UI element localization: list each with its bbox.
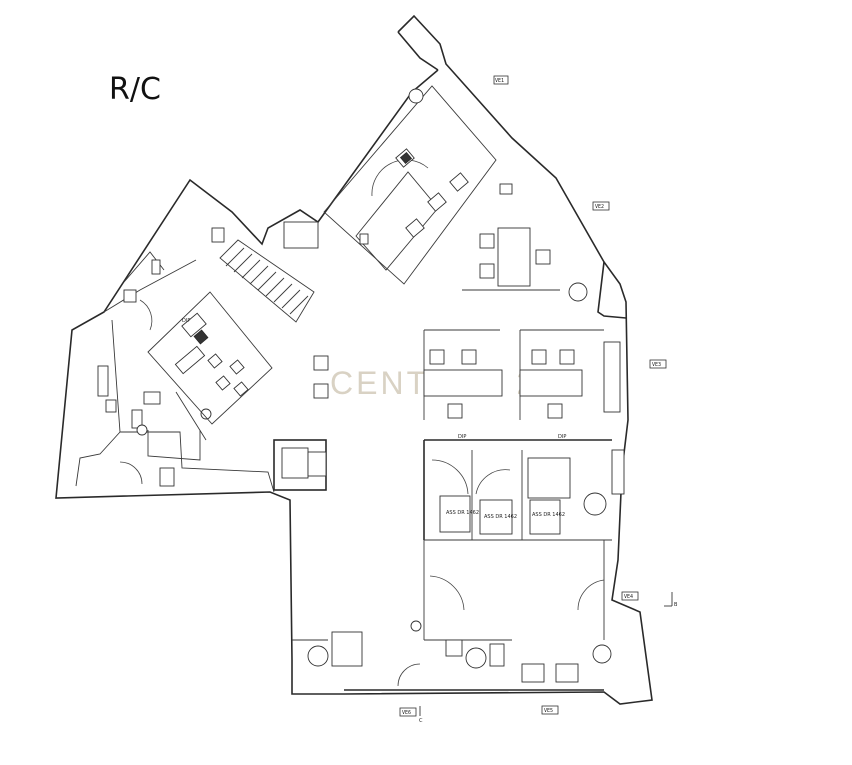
small-offices: ASS DR 1462 ASS DR 1462 ASS DR 1462	[423, 440, 625, 541]
section-mark-b: B	[674, 602, 678, 608]
outer-walls	[55, 14, 653, 705]
elevation-tag-4: VE4	[624, 594, 633, 600]
elevation-tags: VE1 VE2 VE3 VE4 VE5 VE6	[399, 75, 667, 717]
core-shaft	[273, 439, 327, 491]
elevation-tag-1: VE1	[495, 78, 504, 84]
open-office: DIP DIP	[313, 329, 621, 441]
elevation-tag-2: VE2	[595, 204, 604, 210]
section-mark-c: C	[419, 718, 423, 724]
lower-room	[292, 540, 612, 691]
room-label-dip-center: DIP	[458, 434, 466, 440]
room-label-office-c: ASS DR 1462	[532, 512, 565, 518]
top-office	[283, 85, 513, 285]
level-label: R/C	[109, 72, 161, 107]
elevation-tag-3: VE3	[652, 362, 661, 368]
room-label-dip-right: DIP	[558, 434, 566, 440]
right-upper-area	[462, 227, 588, 302]
room-label-dip-left: DIP	[182, 318, 190, 324]
elevation-tag-5: VE5	[544, 708, 553, 714]
room-label-office-a: ASS DR 1462	[446, 510, 479, 516]
elevation-tag-6: VE6	[402, 710, 411, 716]
section-marks: B C	[419, 592, 678, 724]
room-label-office-b: ASS DR 1462	[484, 514, 517, 520]
meeting-room-left: DIP	[147, 291, 273, 425]
left-zone	[75, 227, 275, 493]
staircase	[219, 239, 315, 323]
